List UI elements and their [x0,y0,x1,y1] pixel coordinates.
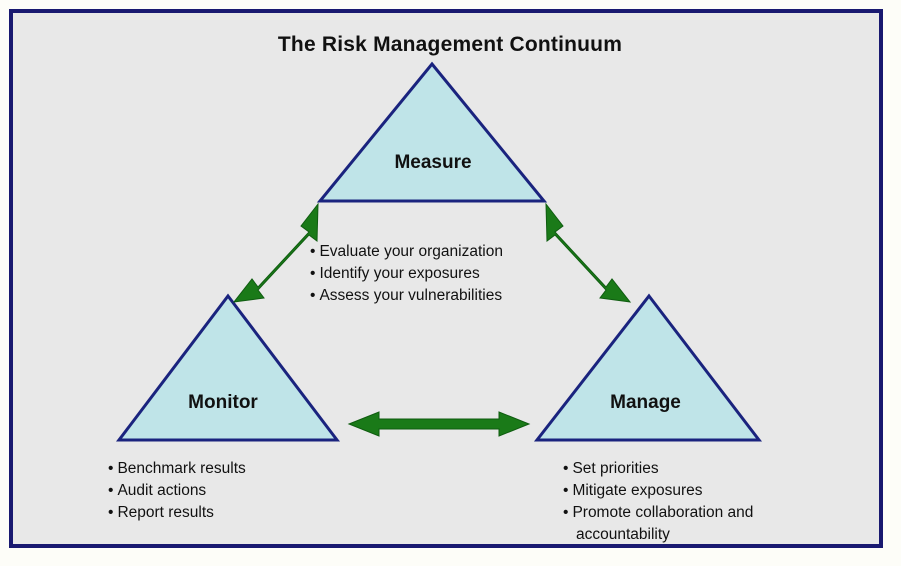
list-item-text: Assess your vulnerabilities [319,287,503,304]
list-item-text: Audit actions [117,482,207,499]
triangle-measure [316,61,548,203]
bullet-icon: • [563,482,569,499]
list-item-text: Benchmark results [117,460,246,477]
list-item-text: Promote collaboration and [572,504,754,521]
bullet-icon: • [563,504,569,521]
list-item-text: Identify your exposures [319,265,480,282]
list-item-text: Report results [117,504,214,521]
bullet-icon: • [563,460,569,477]
list-item: •Assess your vulnerabilities [310,285,503,307]
list-item-continuation: accountability [576,526,670,543]
arrow-monitor-measure [232,202,319,303]
list-item: •Report results [108,502,246,524]
bullet-icon: • [108,504,114,521]
bullet-icon: • [108,460,114,477]
bullet-list-manage: •Set priorities •Mitigate exposures •Pro… [563,458,753,546]
triangle-manage [533,293,763,442]
bullet-icon: • [108,482,114,499]
list-item: •Benchmark results [108,458,246,480]
list-item: •Identify your exposures [310,263,503,285]
list-item-text: Set priorities [572,460,659,477]
triangle-monitor [115,293,341,442]
list-item: •Set priorities [563,458,753,480]
list-item: •Promote collaboration and [563,502,753,524]
bullet-list-monitor: •Benchmark results •Audit actions •Repor… [108,458,246,524]
diagram-artwork [115,61,763,442]
bullet-list-measure: •Evaluate your organization •Identify yo… [310,241,503,307]
bullet-icon: • [310,243,316,260]
list-item-text: Mitigate exposures [572,482,703,499]
arrow-measure-manage [545,202,632,303]
bullet-icon: • [310,287,316,304]
list-item: •Evaluate your organization [310,241,503,263]
list-item: •Mitigate exposures [563,480,753,502]
node-label-monitor: Monitor [188,392,258,413]
node-label-measure: Measure [394,152,472,173]
diagram-title: The Risk Management Continuum [277,33,623,56]
arrow-monitor-manage [347,411,531,437]
list-item: •Audit actions [108,480,246,502]
node-label-manage: Manage [610,392,681,413]
diagram-frame: The Risk Management Continuum Measure Mo… [9,9,883,548]
bullet-icon: • [310,265,316,282]
list-item-text: Evaluate your organization [319,243,503,260]
